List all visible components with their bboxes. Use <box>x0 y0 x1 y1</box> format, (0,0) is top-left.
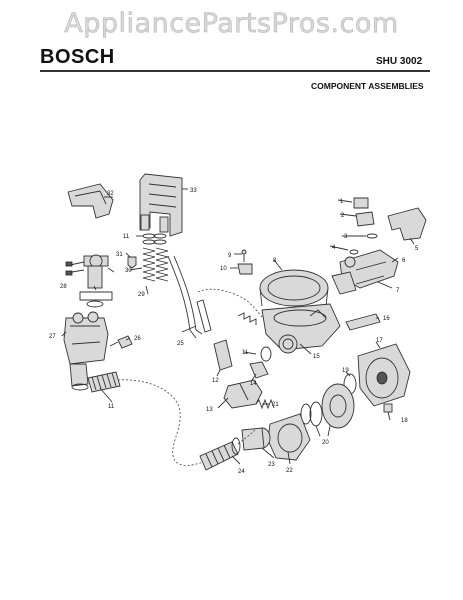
callout-16: 16 <box>383 316 390 322</box>
callout-30: 30 <box>125 268 132 274</box>
part-25-tube <box>196 299 212 333</box>
part-17-pump-motor <box>357 343 411 407</box>
part-3-seal <box>366 233 378 239</box>
callout-31: 31 <box>116 252 123 258</box>
callout-11a: 11 <box>123 234 130 240</box>
part-1-cap <box>353 197 369 209</box>
part-21-spring <box>255 398 275 410</box>
part-29-hose <box>167 255 203 339</box>
callout-22: 22 <box>286 468 293 474</box>
callout-15: 15 <box>313 354 320 360</box>
part-31-clip <box>127 256 137 269</box>
part-5-cover <box>387 207 427 241</box>
model-number: SHU 3002 <box>376 56 423 67</box>
part-4-seal <box>349 249 359 255</box>
callout-11b: 11 <box>242 350 249 356</box>
part-22-pump-housing <box>267 413 311 461</box>
callout-8: 8 <box>273 258 277 264</box>
part-23-connector <box>241 427 271 451</box>
part-10-bracket <box>237 263 253 275</box>
callout-19: 19 <box>342 368 349 374</box>
part-15-sump-body <box>261 303 341 354</box>
callout-24: 24 <box>238 469 245 475</box>
part-2-block <box>355 211 375 227</box>
callout-2: 2 <box>341 213 345 219</box>
callout-11c: 11 <box>108 404 115 410</box>
part-spring-9b <box>237 312 257 325</box>
part-33-tank-housing <box>139 173 183 237</box>
part-26-connector <box>109 335 133 349</box>
callout-3: 3 <box>344 234 348 240</box>
callout-4: 4 <box>332 245 336 251</box>
callout-28: 28 <box>60 284 67 290</box>
callout-23: 23 <box>268 462 275 468</box>
callout-27: 27 <box>49 334 56 340</box>
callout-17: 17 <box>376 338 383 344</box>
part-11-rings-upper <box>142 233 167 245</box>
part-14-elbow <box>249 361 269 379</box>
watermark-text: AppliancePartsPros.com <box>64 8 399 40</box>
callout-1: 1 <box>340 199 344 205</box>
leader-lines <box>61 188 415 465</box>
callout-29: 29 <box>138 292 145 298</box>
part-20-impeller-housing <box>300 383 355 429</box>
part-32-cover <box>67 183 114 219</box>
part-24-drain-hose <box>199 437 241 471</box>
callout-33: 33 <box>190 188 197 194</box>
callout-32: 32 <box>107 191 114 197</box>
part-12-bracket <box>213 339 233 371</box>
part-7-manifold <box>331 271 385 295</box>
part-30-springs <box>142 247 169 282</box>
brand-logo: BOSCH <box>40 46 115 68</box>
callout-21: 21 <box>272 402 279 408</box>
callout-12: 12 <box>212 378 219 384</box>
callout-14: 14 <box>250 381 257 387</box>
part-8-sump-ring <box>259 269 329 307</box>
callout-7: 7 <box>396 288 400 294</box>
callout-26: 26 <box>134 336 141 342</box>
part-18-cap <box>383 403 393 413</box>
callout-10: 10 <box>220 266 227 272</box>
header-divider <box>40 70 430 72</box>
part-16-rod <box>345 313 381 331</box>
callout-18: 18 <box>401 418 408 424</box>
part-11-corrugated-hose <box>87 371 121 393</box>
part-9-screw <box>241 249 247 262</box>
callout-6: 6 <box>402 258 406 264</box>
part-28-float-switch <box>65 254 115 308</box>
section-title: COMPONENT ASSEMBLIES <box>311 81 424 91</box>
callout-25: 25 <box>177 341 184 347</box>
callout-13: 13 <box>206 407 213 413</box>
callout-5: 5 <box>415 246 419 252</box>
callout-20: 20 <box>322 440 329 446</box>
callout-9: 9 <box>228 253 232 259</box>
callout-numbers: 1 2 3 4 5 6 7 8 9 10 11 11 11 12 13 14 1… <box>49 188 419 475</box>
part-11-ring-mid <box>260 346 272 362</box>
part-27-inlet-valve <box>63 311 109 391</box>
